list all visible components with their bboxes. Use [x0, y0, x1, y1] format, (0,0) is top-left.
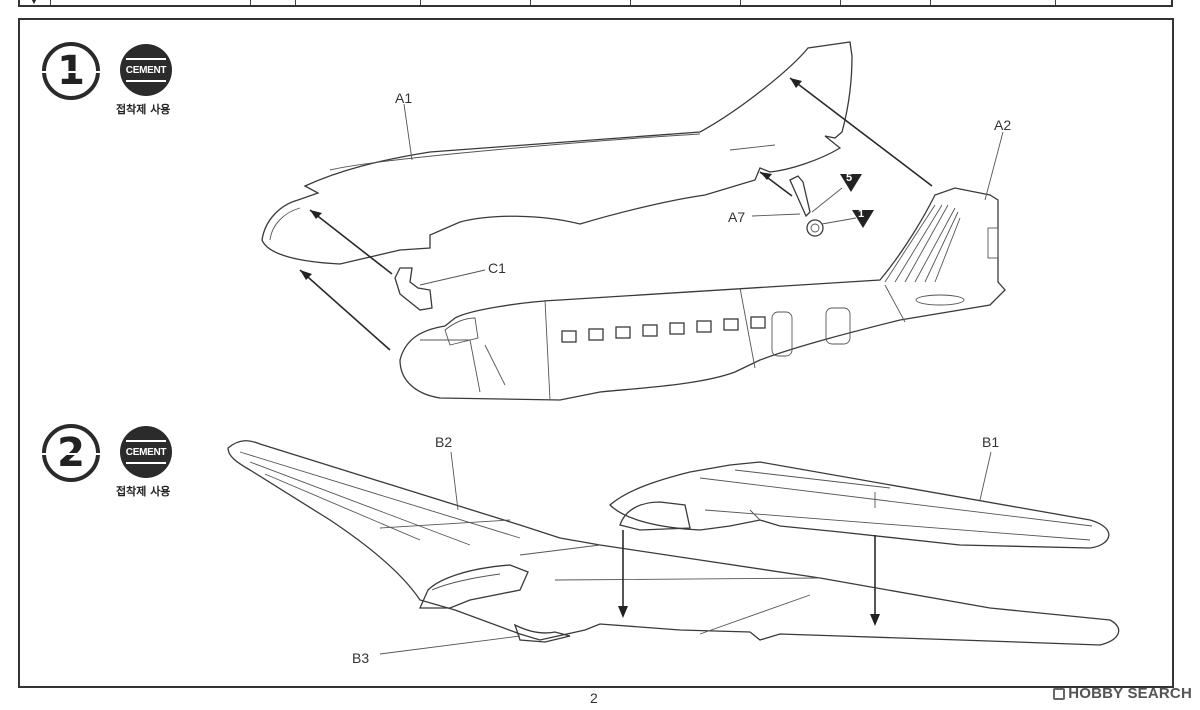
cement-note: 접착제 사용 [116, 485, 171, 498]
leader-5 [811, 187, 843, 213]
callout-triangle-5 [840, 174, 862, 192]
part-label-a2: A2 [994, 117, 1012, 133]
instruction-panel [18, 18, 1174, 688]
b1-surface-lines [699, 469, 1093, 541]
top-table-edge: ▼ [18, 0, 1173, 7]
hobbysearch-logo-icon [1053, 688, 1066, 700]
table-divider [930, 0, 931, 5]
a1-inner-line [269, 133, 701, 241]
a2-tail-ribs [884, 204, 961, 283]
color-callout-1: 1 [858, 208, 865, 220]
a2-cargo-door [825, 307, 851, 345]
table-divider [840, 0, 841, 5]
part-label-b1: B1 [982, 434, 1000, 450]
page-number: 2 [590, 690, 598, 706]
cement-icon: CEMENT [120, 44, 172, 96]
part-label-b2: B2 [435, 434, 453, 450]
step-number-badge: 2 [38, 424, 104, 482]
part-c1 [394, 267, 433, 311]
table-divider [530, 0, 531, 5]
callout-triangle-1 [852, 210, 874, 228]
a2-tail-wheel-well [915, 294, 965, 306]
triangle-marker-icon: ▼ [30, 0, 38, 6]
part-label-c1: C1 [488, 260, 506, 276]
part-label-a1: A1 [395, 90, 413, 106]
part-b2-left-wing [227, 440, 1120, 646]
watermark: HOBBY SEARCH [1053, 685, 1192, 702]
cement-note: 접착제 사용 [116, 103, 171, 116]
b2-surface-lines [239, 451, 821, 635]
b1-engine-nacelle [619, 501, 691, 531]
part-a2-fuselage [399, 187, 1006, 401]
assembly-arrows-step2 [618, 530, 880, 626]
table-divider [1055, 0, 1056, 5]
table-divider [420, 0, 421, 5]
table-divider [630, 0, 631, 5]
b2-engine-nacelle [418, 564, 529, 609]
part-b3-nacelle [513, 623, 571, 643]
a2-door [771, 311, 793, 357]
a2-rudder-tab [987, 227, 999, 259]
cement-icon: CEMENT [120, 426, 172, 478]
leader-b3 [379, 635, 521, 655]
a2-panel-lines [420, 284, 906, 401]
assembly-arrows-step1 [299, 77, 933, 351]
leader-c1 [419, 269, 486, 286]
part-a7-tailwheel [789, 175, 824, 237]
b2-nacelle-line [431, 573, 501, 591]
leader-1 [821, 217, 857, 225]
a1-slot [729, 144, 776, 151]
a2-window-row [561, 316, 766, 343]
table-divider [250, 0, 251, 5]
watermark-text: HOBBY SEARCH [1068, 685, 1192, 702]
leader-b2 [450, 451, 459, 511]
leader-a2 [984, 131, 1004, 201]
table-divider [50, 0, 51, 5]
part-a1-fuselage-half [261, 41, 853, 265]
part-label-b3: B3 [352, 650, 370, 666]
step-number-badge: 1 [38, 42, 104, 100]
table-divider [295, 0, 296, 5]
table-divider [740, 0, 741, 5]
color-callout-5: 5 [846, 172, 853, 184]
leader-b1 [979, 451, 992, 501]
part-label-a7: A7 [728, 209, 746, 225]
leader-a7 [751, 213, 801, 217]
part-b1-right-wing [609, 461, 1110, 549]
leader-a1 [403, 103, 413, 161]
a2-cockpit-glass [444, 317, 479, 346]
